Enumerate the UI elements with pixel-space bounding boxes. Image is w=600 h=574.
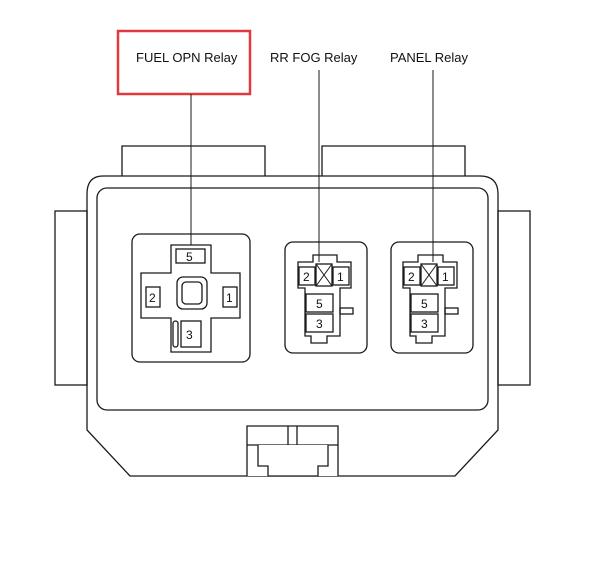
relay-socket-rr-fog: 2 1 5 3 <box>284 241 368 354</box>
label-rr-fog-relay: RR FOG Relay <box>270 50 358 65</box>
pin-panel-5: 5 <box>421 297 428 311</box>
relay-socket-panel: 2 1 5 3 <box>390 241 474 354</box>
pin-rrfog-1: 1 <box>337 270 344 284</box>
pin-fuel-2: 2 <box>149 291 156 305</box>
pin-rrfog-2: 2 <box>303 270 310 284</box>
pin-panel-3: 3 <box>421 317 428 331</box>
pin-fuel-5: 5 <box>186 250 193 264</box>
pin-fuel-1: 1 <box>226 291 233 305</box>
label-panel-relay: PANEL Relay <box>390 50 469 65</box>
pin-fuel-3: 3 <box>186 328 193 342</box>
relay-socket-fuel-opn: 5 2 1 3 <box>131 233 251 363</box>
pin-rrfog-5: 5 <box>316 297 323 311</box>
label-fuel-opn-relay: FUEL OPN Relay <box>136 50 238 65</box>
relay-block-body <box>54 145 531 477</box>
highlight-box <box>116 29 252 96</box>
pin-panel-2: 2 <box>408 270 415 284</box>
pin-rrfog-3: 3 <box>316 317 323 331</box>
pin-panel-1: 1 <box>442 270 449 284</box>
